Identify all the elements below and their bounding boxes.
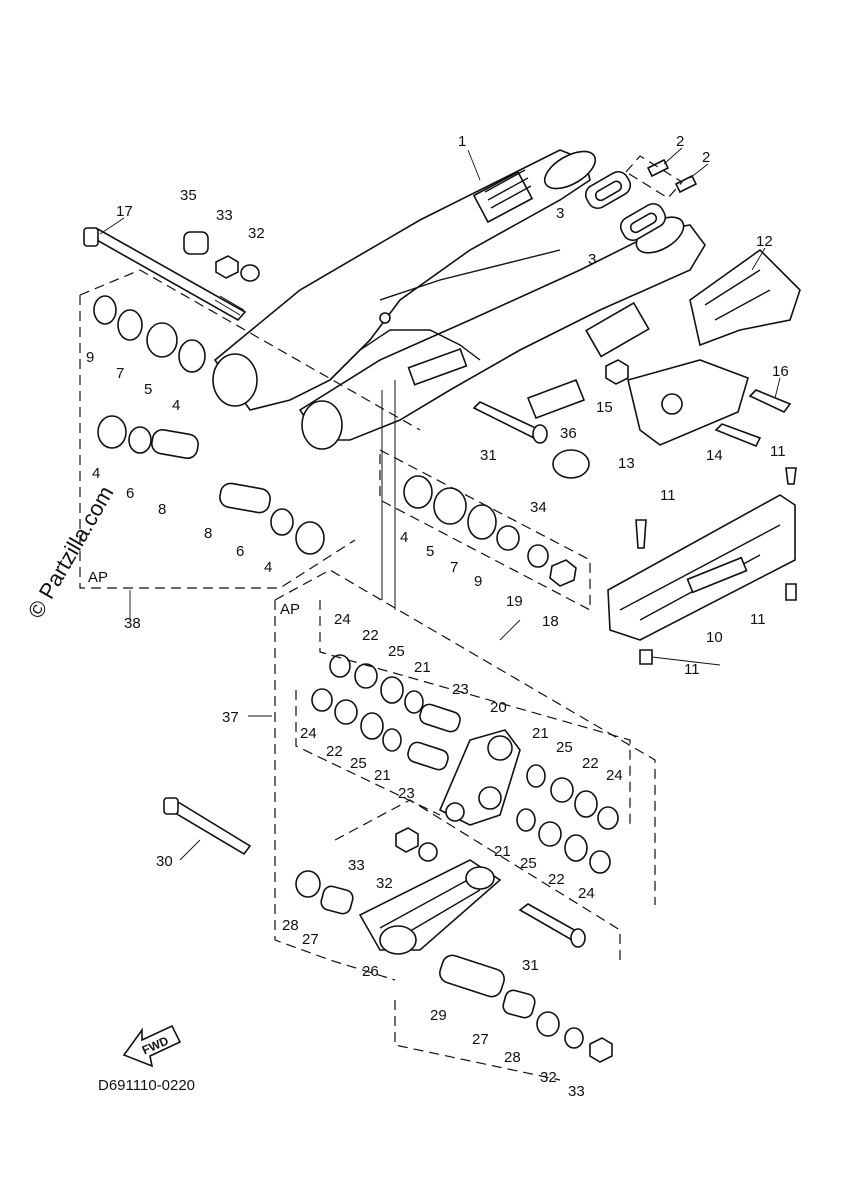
callout: 34	[530, 499, 547, 516]
callout: 7	[450, 559, 458, 576]
callout: 9	[474, 573, 482, 590]
callout: 35	[180, 187, 197, 204]
callout: 27	[472, 1031, 489, 1048]
callout: 24	[606, 767, 623, 784]
callout: 17	[116, 203, 133, 220]
callout: 29	[430, 1007, 447, 1024]
callout: 33	[216, 207, 233, 224]
callout: 11	[750, 611, 766, 628]
callout: 27	[302, 931, 319, 948]
callout: 4	[264, 559, 272, 576]
callout: 12	[756, 233, 773, 250]
callout: 3	[588, 251, 596, 268]
callout: 25	[350, 755, 367, 772]
callout: 7	[116, 365, 124, 382]
callout: 8	[204, 525, 212, 542]
callout: 28	[282, 917, 299, 934]
callout: 3	[556, 205, 564, 222]
callout-numbers: 1 2 2 3 3 12 17 35 33 32 9 7 5 4 16 15 3…	[86, 133, 789, 1100]
callout: 28	[504, 1049, 521, 1066]
pivot-shaft	[83, 227, 325, 555]
callout: 11	[684, 661, 700, 678]
callout: 4	[172, 397, 180, 414]
callout: 4	[400, 529, 408, 546]
callout: 37	[222, 709, 239, 726]
callout: 16	[772, 363, 789, 380]
chain-guide	[605, 248, 801, 448]
callout: 33	[568, 1083, 585, 1100]
callout: 22	[548, 871, 565, 888]
callout: 33	[348, 857, 365, 874]
callout: 10	[706, 629, 723, 646]
callout: 24	[578, 885, 595, 902]
callout: 18	[542, 613, 559, 630]
chain-slider	[607, 467, 797, 665]
callout: 22	[582, 755, 599, 772]
callout: 6	[126, 485, 134, 502]
watermark: © Partzilla.com	[23, 482, 119, 623]
callout: 14	[706, 447, 723, 464]
callout: 31	[480, 447, 497, 464]
callout: 19	[506, 593, 523, 610]
connecting-rod	[163, 797, 613, 1063]
callout: 38	[124, 615, 141, 632]
ap-label: AP	[280, 601, 300, 618]
callout: 32	[248, 225, 265, 242]
callout: 15	[596, 399, 613, 416]
callout: 21	[532, 725, 549, 742]
callout: 21	[374, 767, 391, 784]
callout: 24	[334, 611, 351, 628]
right-pivot-bearings	[403, 475, 577, 587]
ap-label: AP	[88, 569, 108, 586]
relay-arm	[311, 654, 619, 874]
callout: 2	[676, 133, 684, 150]
callout: 30	[156, 853, 173, 870]
callout: 5	[144, 381, 152, 398]
callout: 11	[660, 487, 676, 504]
callout: 5	[426, 543, 434, 560]
callout: 1	[458, 133, 466, 150]
callout: 24	[300, 725, 317, 742]
callout: 23	[398, 785, 415, 802]
swingarm	[212, 149, 706, 450]
callout: 11	[770, 443, 786, 460]
kit-outlines	[79, 269, 656, 1081]
callout: 20	[490, 699, 507, 716]
callout: 25	[520, 855, 537, 872]
callout: 36	[560, 425, 577, 442]
callout: 22	[326, 743, 343, 760]
callout: 26	[362, 963, 379, 980]
callout: 21	[494, 843, 511, 860]
callout: 8	[158, 501, 166, 518]
callout: 6	[236, 543, 244, 560]
callout: 25	[388, 643, 405, 660]
callout: 9	[86, 349, 94, 366]
chain-adjuster-plates	[584, 155, 698, 242]
callout: 31	[522, 957, 539, 974]
callout: 32	[376, 875, 393, 892]
callout: 22	[362, 627, 379, 644]
callout: 21	[414, 659, 431, 676]
callout: 32	[540, 1069, 557, 1086]
callout: 23	[452, 681, 469, 698]
forward-arrow-icon: FWD	[122, 1024, 182, 1068]
callout: 2	[702, 149, 710, 166]
bolts-and-caps	[472, 378, 590, 479]
callout: 25	[556, 739, 573, 756]
diagram-code: D691110-0220	[98, 1077, 195, 1094]
callout: 13	[618, 455, 635, 472]
callout: 4	[92, 465, 100, 482]
leader-lines	[99, 147, 781, 861]
